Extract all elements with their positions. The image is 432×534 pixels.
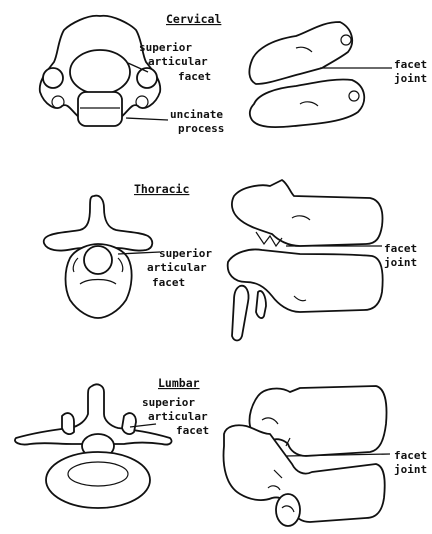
- cervical-label-facet-joint-1: facet: [394, 58, 427, 71]
- cervical-label-facet-joint-2: joint: [394, 72, 427, 85]
- thoracic-section: Thoracic superior articular facet facet …: [44, 180, 417, 341]
- lumbar-label-superior: superior: [142, 396, 195, 409]
- cervical-label-articular: articular: [148, 55, 208, 68]
- thoracic-title: Thoracic: [134, 182, 189, 196]
- thoracic-superior-view: [44, 196, 153, 318]
- cervical-label-facet: facet: [178, 70, 211, 83]
- lumbar-label-facet: facet: [176, 424, 209, 437]
- thoracic-label-articular: articular: [147, 261, 207, 274]
- cervical-lateral-view: [249, 22, 364, 127]
- cervical-label-process: process: [178, 122, 224, 135]
- thoracic-label-facet: facet: [152, 276, 185, 289]
- cervical-title: Cervical: [166, 12, 221, 26]
- cervical-superior-view: [40, 16, 161, 126]
- lumbar-label-facet-joint-2: joint: [394, 463, 427, 476]
- thoracic-label-facet-joint-2: joint: [384, 256, 417, 269]
- lumbar-label-articular: articular: [148, 410, 208, 423]
- cervical-uncinate-pointer: [126, 118, 168, 120]
- thoracic-label-superior: superior: [159, 247, 212, 260]
- lumbar-label-facet-joint-1: facet: [394, 449, 427, 462]
- cervical-label-superior: superior: [139, 41, 192, 54]
- lumbar-section: Lumbar superior articular facet facet jo: [15, 376, 427, 526]
- thoracic-lateral-view: [228, 180, 383, 341]
- cervical-section: Cervical superior articular facet uncina…: [40, 12, 427, 135]
- thoracic-label-facet-joint-1: facet: [384, 242, 417, 255]
- cervical-label-uncinate: uncinate: [170, 108, 223, 121]
- lumbar-title: Lumbar: [158, 376, 200, 390]
